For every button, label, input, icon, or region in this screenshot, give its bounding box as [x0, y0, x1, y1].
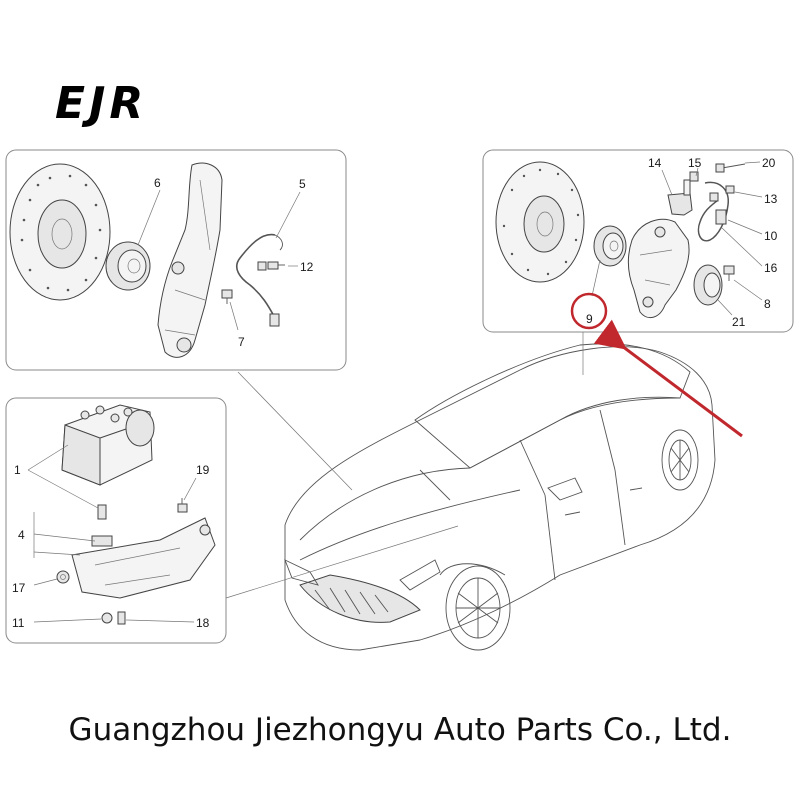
callout-18: 18: [196, 616, 210, 630]
callout-19: 19: [196, 463, 210, 477]
callout-12: 12: [300, 260, 314, 274]
highlight-circle: [570, 292, 608, 330]
callout-8: 8: [764, 297, 771, 311]
rear-cable-connector: [715, 163, 746, 173]
callout-17: 17: [12, 581, 26, 595]
front-steering-knuckle: [157, 162, 223, 358]
callout-13: 13: [764, 192, 778, 206]
front-sensor-bolt: [267, 261, 285, 270]
callout-7: 7: [238, 335, 245, 349]
rear-wheel-panel: 14 15 20 13 10 16 8 21 9: [482, 149, 794, 333]
callout-5: 5: [299, 177, 306, 191]
abs-module: [61, 404, 155, 486]
callout-11: 11: [12, 616, 25, 630]
abs-bracket-screw: [177, 498, 188, 513]
callout-6: 6: [154, 176, 161, 190]
callout-1: 1: [14, 463, 21, 477]
front-wheel-speed-sensor: [235, 233, 283, 327]
abs-unit-panel: 1 4 17 11 18 19: [5, 397, 227, 644]
rear-cable-clip: [689, 171, 699, 182]
highlight-arrow: [593, 319, 743, 438]
car-illustration: [284, 343, 716, 651]
front-mounting-bolt: [221, 289, 233, 304]
rear-knuckle: [627, 218, 690, 319]
abs-bracket: [71, 517, 216, 599]
company-name: Guangzhou Jiezhongyu Auto Parts Co., Ltd…: [68, 712, 732, 748]
front-wheel-hub: [105, 241, 151, 291]
callout-4: 4: [18, 528, 25, 542]
abs-lower-bolts: [101, 611, 126, 625]
rear-sensor-bolt: [725, 185, 735, 194]
callout-10: 10: [764, 229, 778, 243]
brand-logo: EJR: [55, 78, 147, 129]
rear-brake-disc: [495, 161, 585, 283]
callout-14: 14: [648, 156, 662, 170]
panel-connector-lines: [225, 332, 584, 599]
abs-bracket-nut: [56, 570, 70, 584]
rear-sensor-bracket: [667, 179, 693, 216]
callout-16: 16: [764, 261, 778, 275]
callout-9: 9: [586, 312, 593, 326]
callout-21: 21: [732, 315, 746, 329]
callout-15: 15: [688, 156, 702, 170]
front-wheel-panel: 6 5 12 7: [5, 149, 347, 371]
rear-wheel-hub: [593, 225, 627, 267]
front-brake-disc: [9, 163, 111, 301]
rear-mounting-bolt: [723, 265, 735, 281]
callout-20: 20: [762, 156, 776, 170]
logo-text: EJR: [55, 78, 147, 129]
rear-dust-shield: [693, 264, 723, 306]
